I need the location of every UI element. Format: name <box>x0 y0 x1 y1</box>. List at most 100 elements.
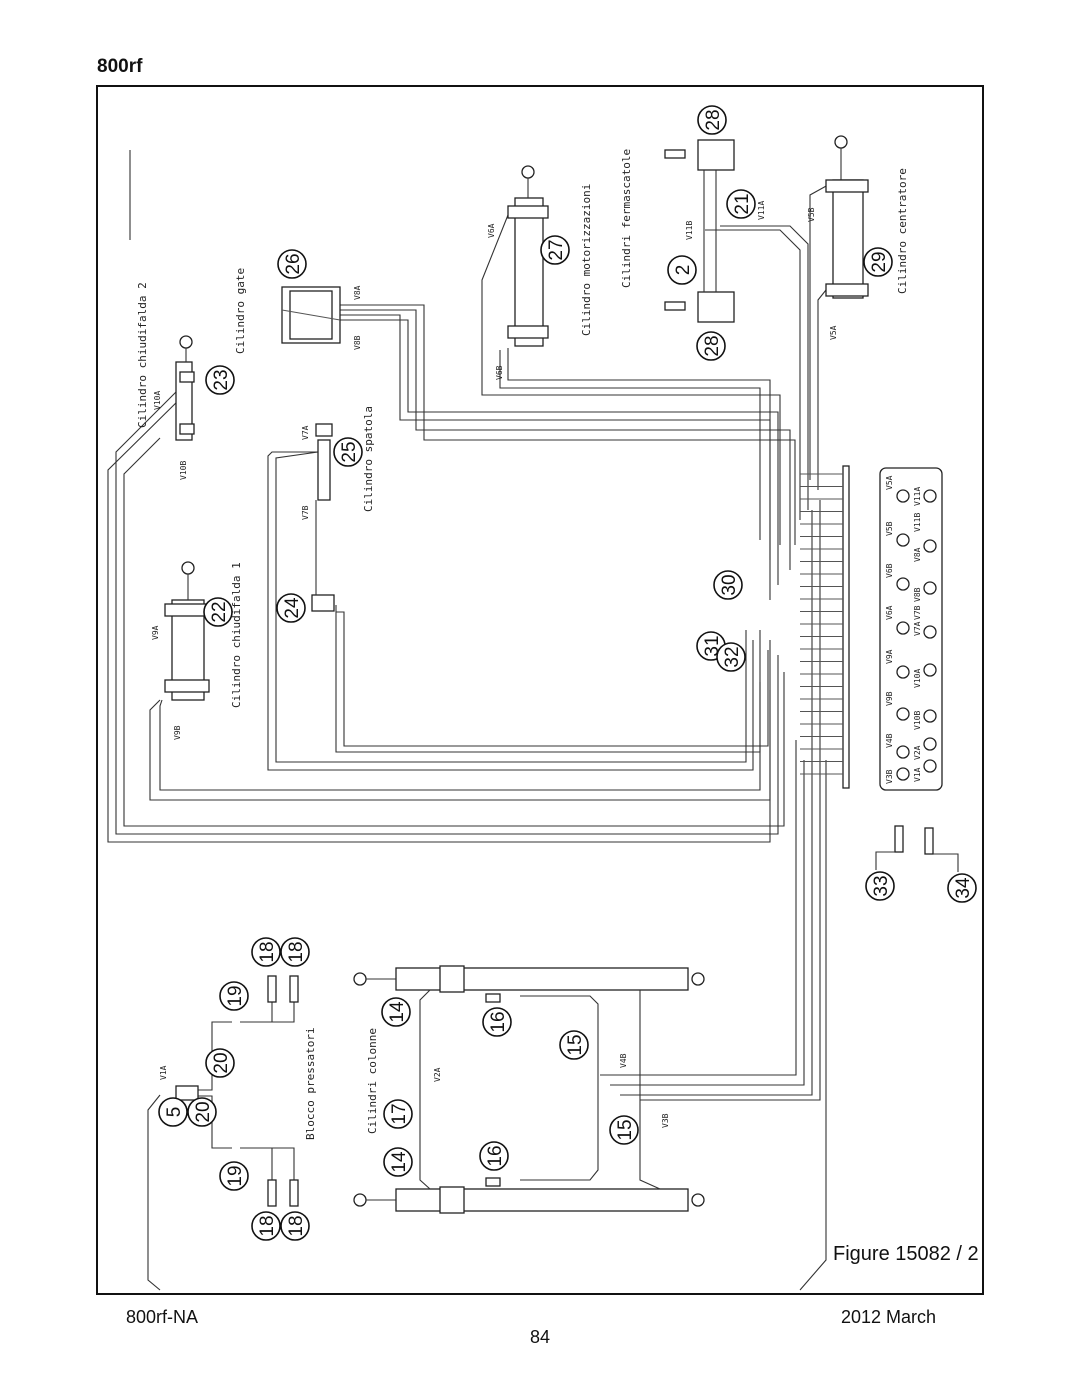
port-label-v4b: V4B <box>619 1053 628 1068</box>
port-label-v5a: V5A <box>829 325 838 340</box>
callout-bubble: 27 <box>540 235 570 265</box>
port-label-v10b: V10B <box>179 461 188 480</box>
panel-label-row-2: V11A V11B V8A V8B V7B V7A V10A V10B V2A … <box>913 487 922 782</box>
fitting-34 <box>924 827 959 872</box>
callout-bubble: 28 <box>696 331 726 361</box>
callout-circle <box>540 235 570 265</box>
port-label-v2a: V2A <box>433 1067 442 1082</box>
callout-bubble: 26 <box>277 249 307 279</box>
callout-circle <box>479 1141 509 1171</box>
panel-hole <box>923 539 937 553</box>
cylinder-motorizzazioni <box>507 165 549 347</box>
callout-circle <box>482 1007 512 1037</box>
callout-number: 14 <box>387 1001 408 1023</box>
callout-circle <box>203 597 233 627</box>
callout-bubble: 18 <box>251 1211 281 1241</box>
tubing <box>107 150 829 1291</box>
callout-circle <box>219 981 249 1011</box>
callout-number: 27 <box>546 239 567 260</box>
callout-number: 16 <box>485 1145 506 1166</box>
callout-number: 5 <box>164 1107 185 1118</box>
callout-circle <box>251 1211 281 1241</box>
callout-circle <box>863 247 893 277</box>
label-cilindro-gate: Cilindro gate <box>234 268 247 354</box>
callout-number: 21 <box>732 193 753 214</box>
callout-circle <box>333 437 363 467</box>
callout-bubble: 32 <box>716 642 746 672</box>
port-label-v8a: V8A <box>353 285 362 300</box>
port-label-v8b: V8B <box>353 335 362 350</box>
callout-bubble: 24 <box>276 593 306 623</box>
cylinders-fermascatole <box>664 139 735 323</box>
valve-24 <box>311 500 335 612</box>
panel-hole <box>923 663 937 677</box>
port-label-v1a: V1A <box>159 1065 168 1080</box>
page-header-title: 800rf <box>97 56 143 77</box>
callout-circle <box>667 255 697 285</box>
callout-number: 34 <box>953 877 974 899</box>
port-label-v9a: V9A <box>151 625 160 640</box>
callout-bubble: 18 <box>280 937 310 967</box>
callout-bubble: 25 <box>333 437 363 467</box>
panel-hole <box>896 745 910 759</box>
panel-label: V10B <box>913 711 922 730</box>
port-label-v10a: V10A <box>153 391 162 410</box>
callout-bubble: 22 <box>203 597 233 627</box>
callout-number: 28 <box>703 109 724 130</box>
callout-bubble: 19 <box>219 1161 249 1191</box>
figure-caption: Figure 15082 / 2 <box>833 1243 979 1265</box>
callout-circle <box>609 1115 639 1145</box>
callout-bubble: 15 <box>609 1115 639 1145</box>
callout-number: 26 <box>283 253 304 274</box>
callout-circle <box>383 1099 413 1129</box>
panel-label: V11B <box>913 513 922 532</box>
panel-hole <box>896 489 910 503</box>
panel-hole <box>896 665 910 679</box>
port-label-v6a: V6A <box>487 223 496 238</box>
panel-label: V5A <box>885 475 894 490</box>
callout-bubble: 14 <box>383 1147 413 1177</box>
port-label-v7a: V7A <box>301 425 310 440</box>
callout-circle <box>716 642 746 672</box>
label-cilindro-chiudifalda-2: Cilindro chiudifalda 2 <box>136 282 149 428</box>
panel-hole <box>896 707 910 721</box>
cylinder-centratore <box>825 135 869 299</box>
callout-bubble: 18 <box>280 1211 310 1241</box>
callout-number: 25 <box>339 441 360 462</box>
callout-number: 2 <box>673 265 694 276</box>
callout-number: 24 <box>282 597 303 619</box>
callout-number: 18 <box>286 941 307 962</box>
callout-circle <box>381 997 411 1027</box>
callout-number: 18 <box>257 1215 278 1236</box>
callout-circle <box>187 1097 217 1127</box>
label-cilindro-spatola: Cilindro spatola <box>362 406 375 512</box>
panel-label-row-1: V5A V5B V6B V6A V9A V9B V4B V3B <box>885 475 894 784</box>
callout-number: 20 <box>193 1101 214 1122</box>
footer-model: 800rf-NA <box>126 1307 199 1327</box>
callout-number: 23 <box>211 369 232 390</box>
panel-label: V5B <box>885 521 894 536</box>
callout-number: 20 <box>211 1052 232 1073</box>
callout-number: 22 <box>209 601 230 622</box>
panel-hole <box>896 621 910 635</box>
callout-number: 19 <box>225 1165 246 1186</box>
panel-hole <box>923 737 937 751</box>
callout-circle <box>697 105 727 135</box>
callout-number: 15 <box>615 1119 636 1140</box>
blocco-pressatori <box>175 975 299 1207</box>
callout-bubble: 21 <box>726 189 756 219</box>
label-cilindro-centratore: Cilindro centratore <box>896 168 909 294</box>
callout-number: 32 <box>722 646 743 667</box>
callout-number: 15 <box>565 1034 586 1055</box>
callout-number: 33 <box>871 875 892 896</box>
port-label-v11b: V11B <box>685 221 694 240</box>
callout-circle <box>280 1211 310 1241</box>
callout-bubble: 16 <box>479 1141 509 1171</box>
panel-label: V8A <box>913 547 922 562</box>
callout-bubble: 18 <box>251 937 281 967</box>
callout-number: 29 <box>869 251 890 272</box>
footer-date: 2012 March <box>841 1307 937 1327</box>
callout-circle <box>559 1030 589 1060</box>
